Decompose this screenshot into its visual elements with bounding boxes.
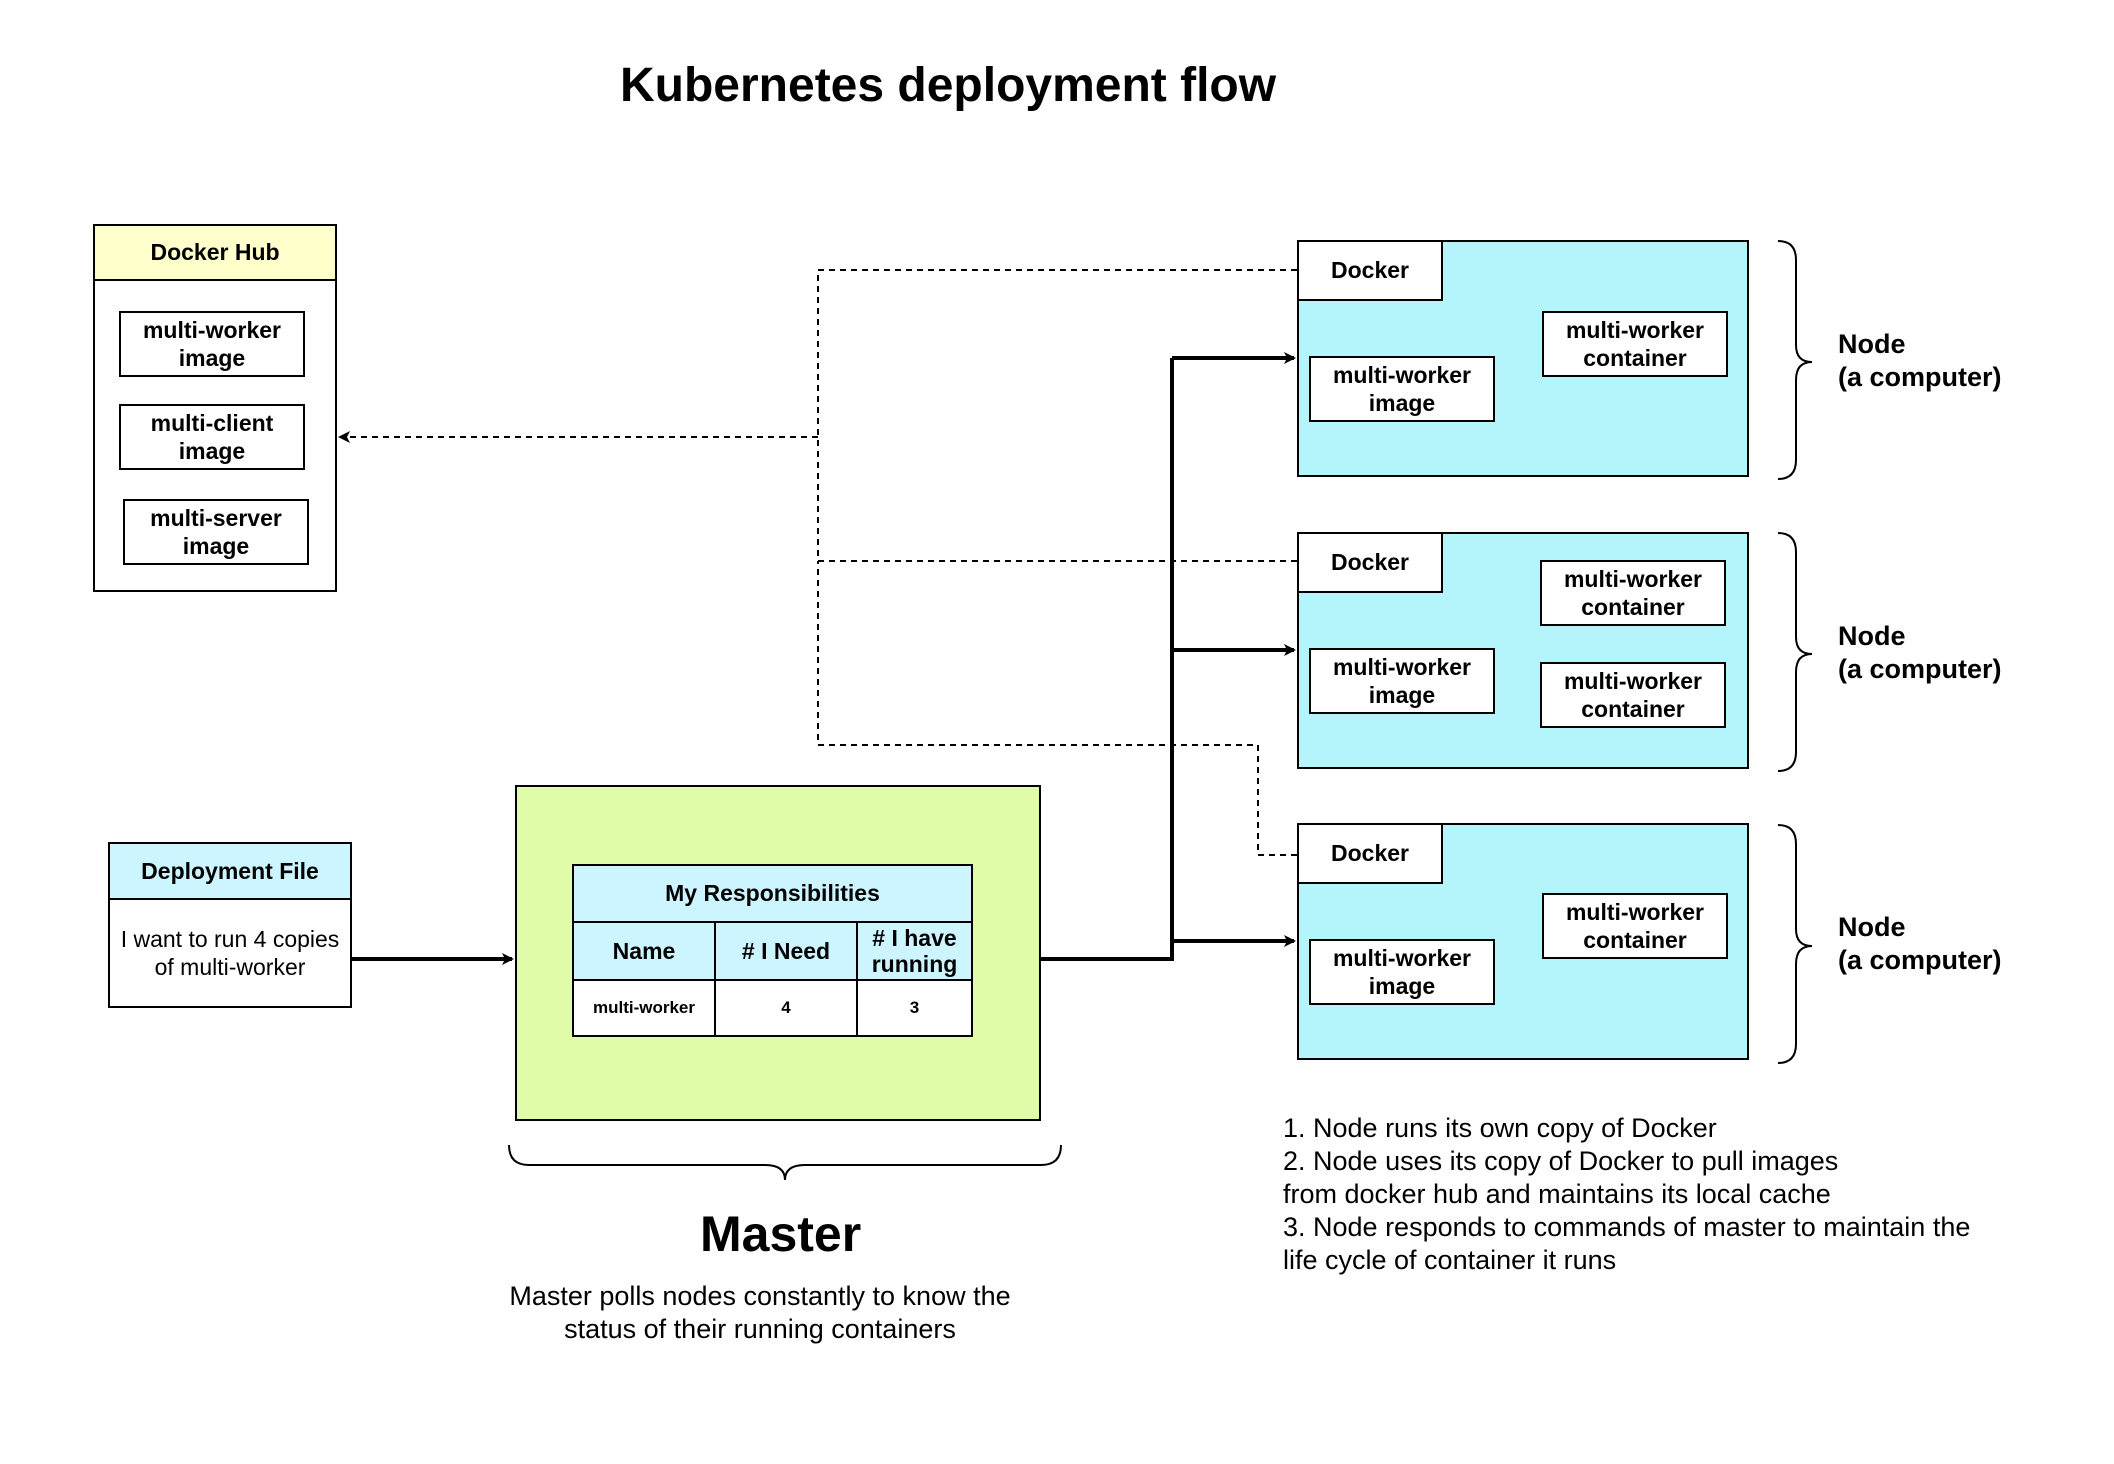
arrow-master-trunk xyxy=(1041,358,1174,961)
container-kind: container xyxy=(1581,696,1685,722)
master-description-line: status of their running containers xyxy=(564,1314,956,1344)
note-line: from docker hub and maintains its local … xyxy=(1283,1179,1831,1209)
node-label-line: (a computer) xyxy=(1838,945,2002,975)
container-kind: container xyxy=(1583,927,1687,953)
node-2-docker-tab: Docker xyxy=(1297,532,1443,593)
node-1-docker-tab: Docker xyxy=(1297,240,1443,301)
deployment-file-line: of multi-worker xyxy=(154,954,306,980)
hub-image-kind: image xyxy=(182,533,250,559)
node-1-label: Node(a computer) xyxy=(1838,328,2002,394)
container-name: multi-worker xyxy=(1563,668,1703,694)
note-line: life cycle of container it runs xyxy=(1283,1245,1617,1275)
container-kind: container xyxy=(1581,594,1685,620)
hub-image-kind: image xyxy=(178,345,246,371)
cell-need: 4 xyxy=(714,979,858,1037)
node-3-label: Node(a computer) xyxy=(1838,911,2002,977)
container-name: multi-worker xyxy=(1563,566,1703,592)
master-label: Master xyxy=(700,1206,862,1262)
node-image-name: multi-worker xyxy=(1332,945,1472,971)
node-label-line: Node xyxy=(1838,329,1906,359)
container-name: multi-worker xyxy=(1565,899,1705,925)
node-image-name: multi-worker xyxy=(1332,362,1472,388)
note-line: 3. Node responds to commands of master t… xyxy=(1283,1212,1971,1242)
node-label-line: (a computer) xyxy=(1838,654,2002,684)
node-notes: 1. Node runs its own copy of Docker 2. N… xyxy=(1283,1112,1970,1277)
hub-image-name: multi-client xyxy=(150,410,274,436)
node-label-line: Node xyxy=(1838,621,1906,651)
column-header-need: # I Need xyxy=(714,921,858,981)
node-label-line: Node xyxy=(1838,912,1906,942)
note-line: 2. Node uses its copy of Docker to pull … xyxy=(1283,1146,1839,1176)
deployment-file-line: I want to run 4 copies xyxy=(120,926,340,952)
container-name: multi-worker xyxy=(1565,317,1705,343)
cell-name: multi-worker xyxy=(572,979,716,1037)
node-image-kind: image xyxy=(1368,973,1436,999)
node-image-kind: image xyxy=(1368,390,1436,416)
note-line: 1. Node runs its own copy of Docker xyxy=(1283,1113,1717,1143)
node-brace-3 xyxy=(1777,824,1813,1064)
node-label-line: (a computer) xyxy=(1838,362,2002,392)
master-description-line: Master polls nodes constantly to know th… xyxy=(509,1281,1011,1311)
dashed-link-node2 xyxy=(817,437,1297,562)
hub-image-name: multi-server xyxy=(150,505,282,531)
docker-hub-header: Docker Hub xyxy=(93,224,337,281)
node-brace-1 xyxy=(1777,240,1813,480)
table-row: multi-worker 4 3 xyxy=(572,979,973,1037)
dashed-link-node3 xyxy=(817,561,1297,856)
node-image-name: multi-worker xyxy=(1332,654,1472,680)
column-header-line: # I have xyxy=(872,925,957,951)
page-title: Kubernetes deployment flow xyxy=(620,59,1277,112)
dashed-link-node1 xyxy=(817,269,1297,437)
responsibilities-table: My Responsibilities Name # I Need # I ha… xyxy=(572,864,973,1037)
column-header-line: running xyxy=(871,951,958,977)
container-kind: container xyxy=(1583,345,1687,371)
hub-image-name: multi-worker xyxy=(142,317,282,343)
node-image-kind: image xyxy=(1368,682,1436,708)
node-3-docker-tab: Docker xyxy=(1297,823,1443,884)
node-2-label: Node(a computer) xyxy=(1838,620,2002,686)
hub-image-kind: image xyxy=(178,438,246,464)
responsibilities-title: My Responsibilities xyxy=(572,864,973,923)
cell-running: 3 xyxy=(856,979,973,1037)
master-brace xyxy=(508,1144,1062,1181)
deployment-file-header: Deployment File xyxy=(108,842,352,900)
node-brace-2 xyxy=(1777,532,1813,772)
master-description: Master polls nodes constantly to know th… xyxy=(470,1280,1050,1346)
column-header-name: Name xyxy=(572,921,716,981)
